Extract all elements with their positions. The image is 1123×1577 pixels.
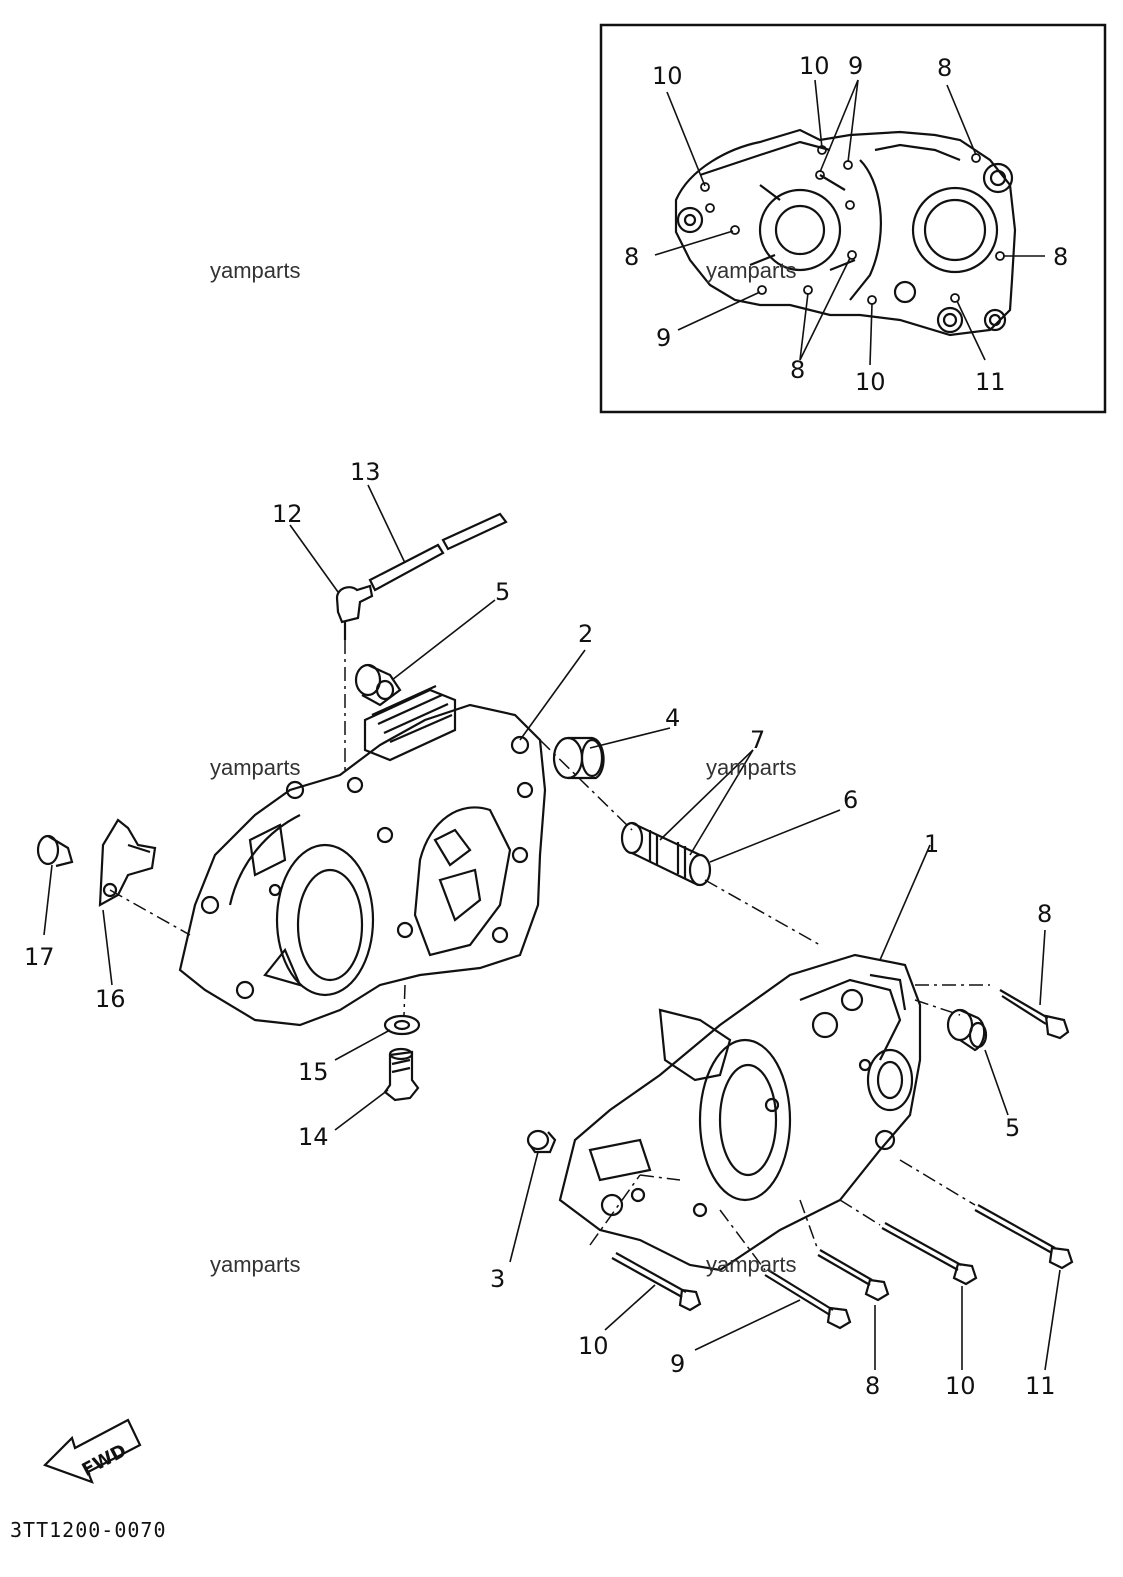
screw	[36, 834, 74, 868]
inset-callout: 8	[1053, 243, 1068, 271]
callout-bolt: 10	[945, 1372, 976, 1400]
fwd-label: FWD	[79, 1440, 130, 1481]
diagram-part-code: 3TT1200-0070	[10, 1518, 167, 1542]
callout-rings: 7	[750, 726, 765, 754]
inset-callout: 9	[848, 52, 863, 80]
callout-dowel: 5	[1005, 1114, 1020, 1142]
callout-screw: 17	[24, 943, 55, 971]
callout-washer: 15	[298, 1058, 329, 1086]
inset-left-bearing-bore	[758, 188, 842, 272]
callout-bolt: 8	[1037, 900, 1052, 928]
watermark: yamparts	[210, 1252, 301, 1277]
callout-bolt: 9	[670, 1350, 685, 1378]
inset-callout: 10	[652, 62, 683, 90]
drain-bolt	[383, 1047, 420, 1102]
inset-crankcase-outline	[674, 128, 1017, 337]
watermark: yamparts	[706, 1252, 797, 1277]
dowel-pin	[526, 1129, 557, 1154]
inset-right-bearing-bore	[911, 186, 999, 274]
callout-bolt: 10	[578, 1332, 609, 1360]
dowel-pin-left	[354, 663, 402, 707]
forward-arrow-icon: FWD	[42, 1418, 142, 1484]
inset-diagram	[599, 23, 1107, 414]
dowel-pin-right	[946, 1008, 988, 1052]
inset-callout: 8	[937, 54, 952, 82]
crankcase-bolts	[611, 989, 1074, 1330]
inset-callout: 8	[790, 356, 805, 384]
inset-callout: 8	[624, 243, 639, 271]
hose-fitting	[335, 584, 374, 640]
callout-drain-bolt: 14	[298, 1123, 329, 1151]
inset-callout: 10	[855, 368, 886, 396]
left-crankcase	[178, 684, 547, 1027]
inset-callout-numbers: 10 10 9 8 8 8 9 8 10 11	[624, 52, 1068, 396]
holder-plate	[98, 818, 157, 907]
callout-plate: 16	[95, 985, 126, 1013]
main-leader-lines	[43, 484, 1061, 1371]
watermark: yamparts	[210, 755, 301, 780]
callout-fitting: 12	[272, 500, 303, 528]
callout-dowel: 5	[495, 578, 510, 606]
callout-hose: 13	[350, 458, 381, 486]
callout-left-crankcase: 2	[578, 620, 593, 648]
callout-bearing: 4	[665, 704, 680, 732]
watermark: yamparts	[210, 258, 301, 283]
alignment-lines	[109, 640, 990, 1271]
callout-right-crankcase: 1	[924, 830, 939, 858]
main-callout-numbers: 13 12 5 2 4 7 6 1 8 17 16 15 14 5 3 10 9…	[24, 458, 1056, 1400]
bearing	[552, 736, 605, 780]
callout-bolt: 8	[865, 1372, 880, 1400]
right-crankcase	[558, 953, 922, 1272]
breather-hose	[368, 512, 508, 592]
inset-callout: 11	[975, 368, 1006, 396]
watermark: yamparts	[706, 258, 797, 283]
callout-dowel-pin: 3	[490, 1265, 505, 1293]
inset-frame	[599, 23, 1107, 414]
callout-shaft: 6	[843, 786, 858, 814]
shaft-with-rings	[620, 821, 712, 887]
inset-callout: 9	[656, 324, 671, 352]
callout-bolt: 11	[1025, 1372, 1056, 1400]
watermark: yamparts	[706, 755, 797, 780]
inset-leader-lines	[654, 79, 1045, 366]
drain-washer	[383, 1014, 421, 1036]
inset-callout: 10	[799, 52, 830, 80]
